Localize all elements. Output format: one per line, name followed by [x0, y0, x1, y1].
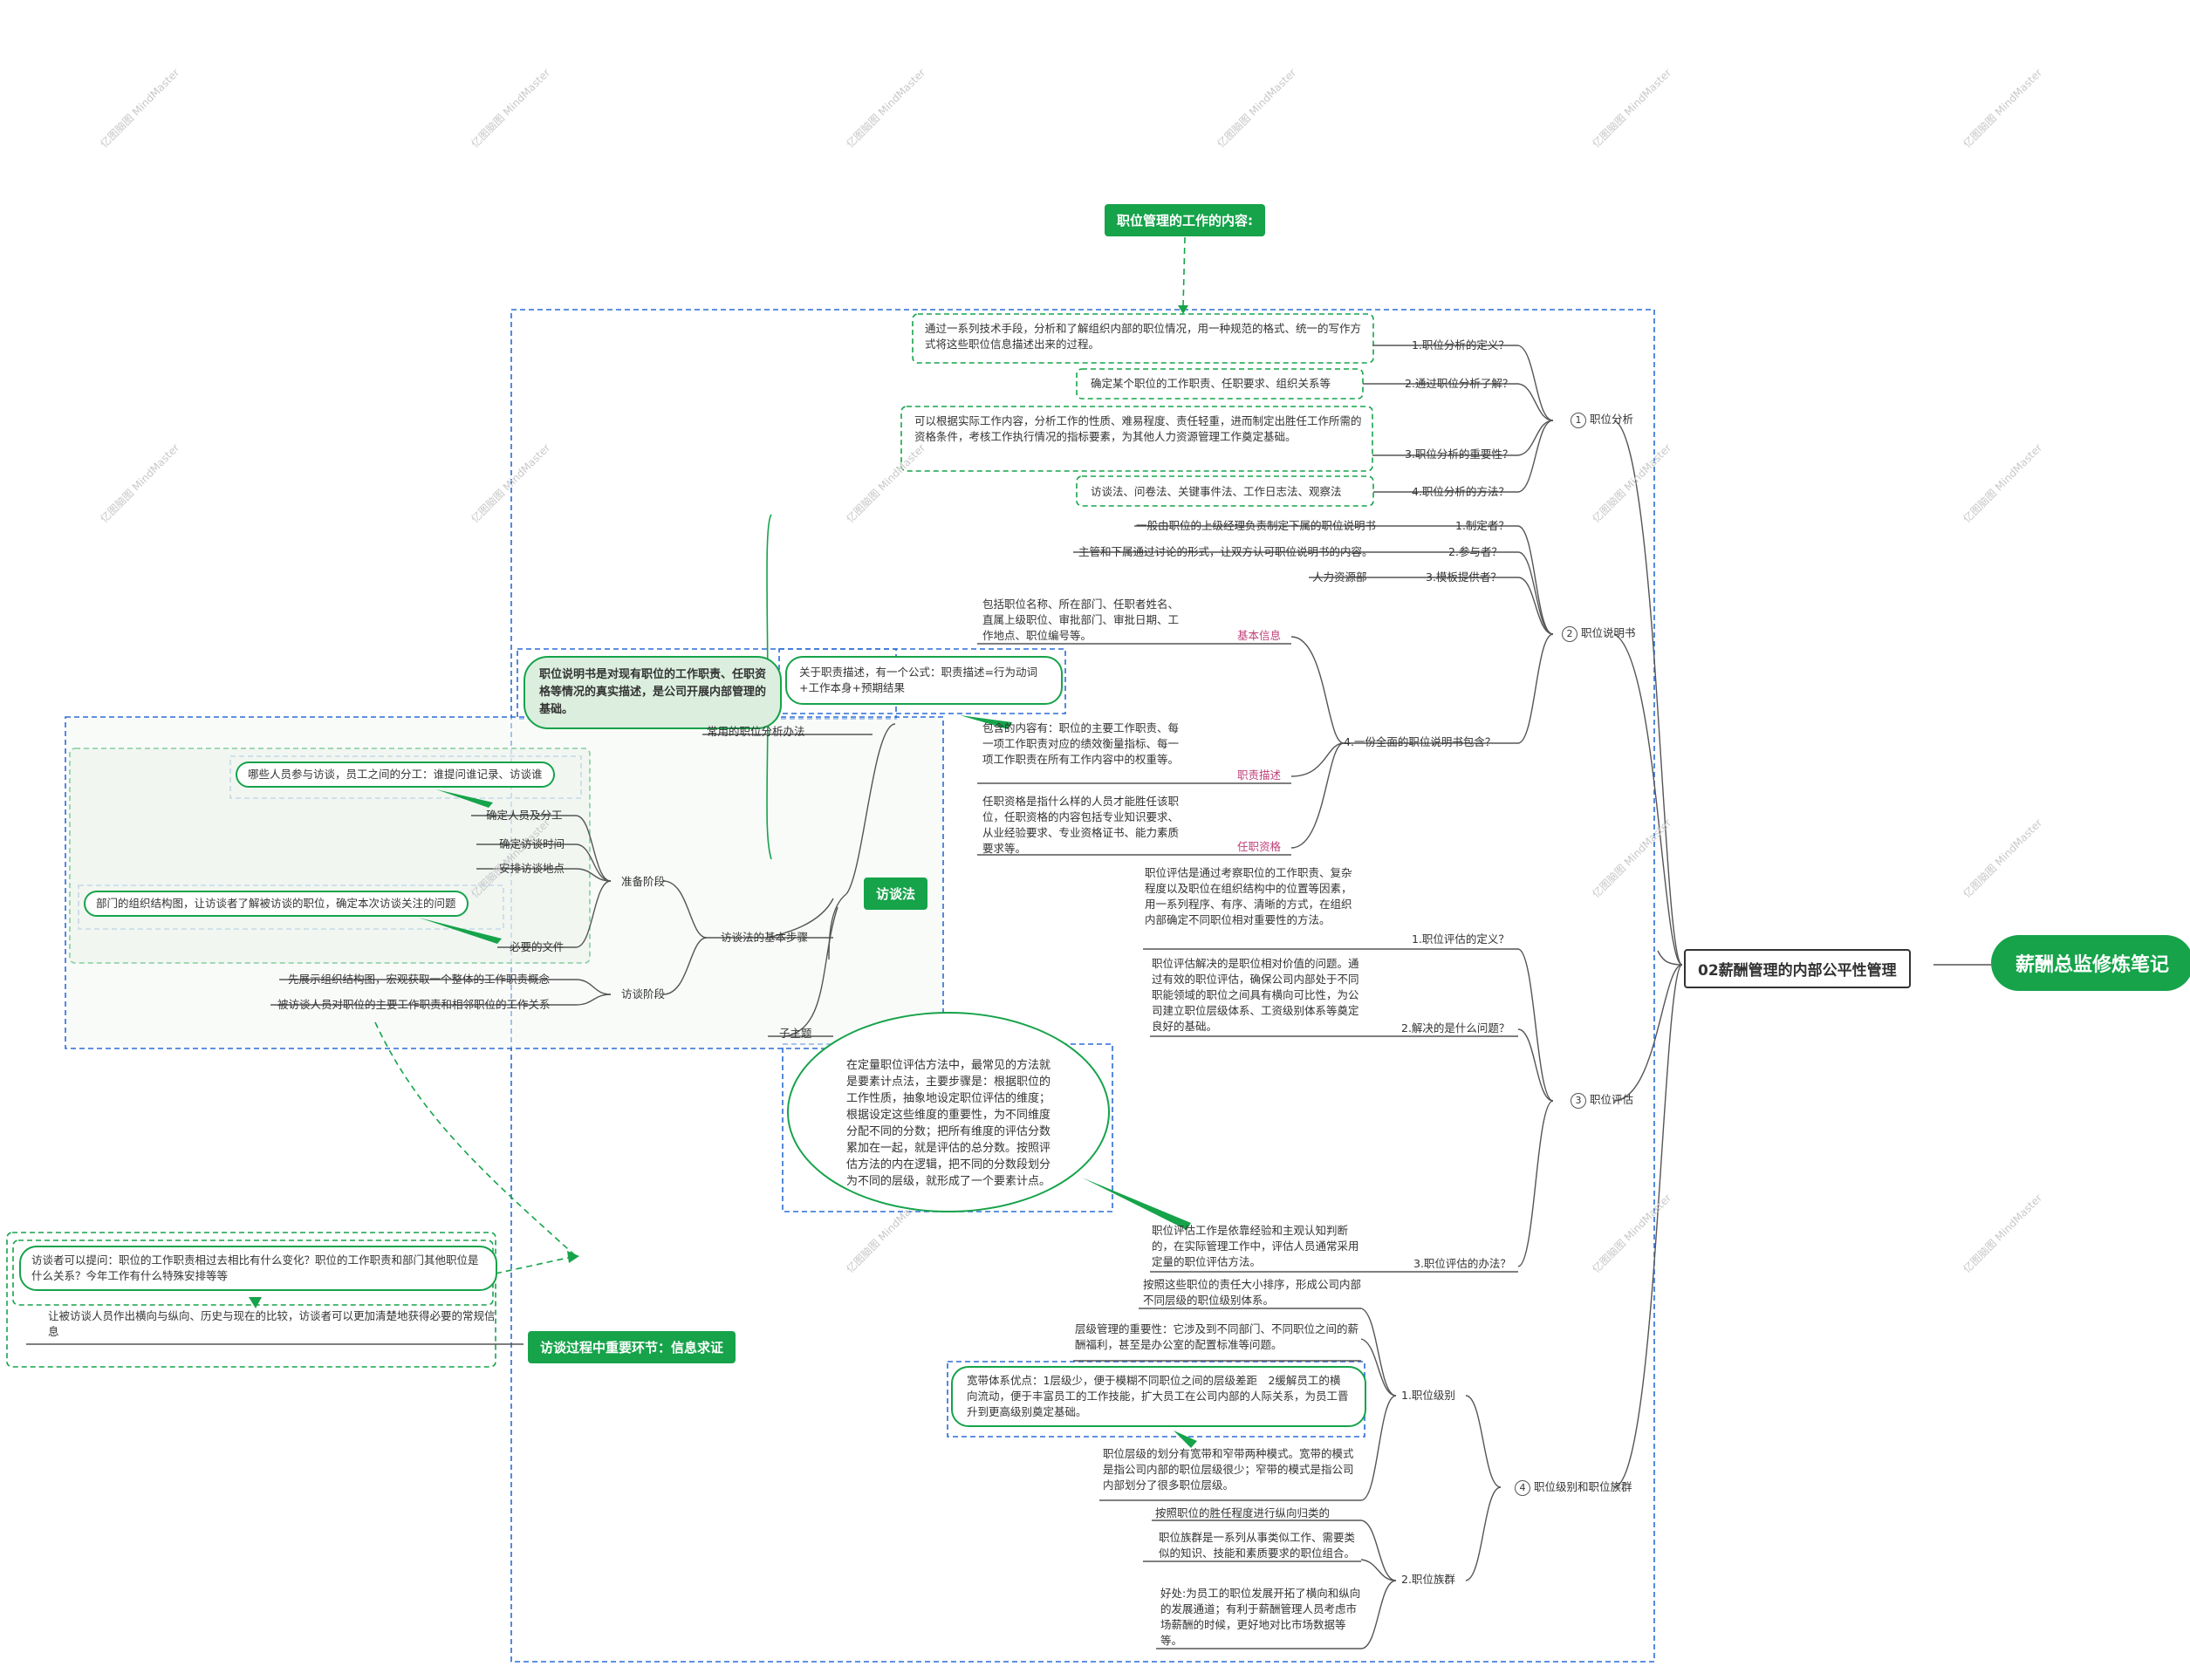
- watermark: 亿图脑图 MindMaster: [1961, 440, 2045, 525]
- b2-item-detail: 一般由职位的上级经理负责制定下属的职位说明书: [1136, 519, 1377, 532]
- prep-stage-label[interactable]: 准备阶段: [621, 875, 666, 888]
- interview-method-label[interactable]: 常用的职位分析办法: [707, 725, 805, 738]
- b4-grade-note: 宽带体系优点：1层级少，便于模糊不同职位之间的层级差距 2缓解员工的横向流动，便…: [951, 1366, 1366, 1427]
- b1-item-detail: 访谈法、问卷法、关键事件法、工作日志法、观察法: [1091, 485, 1342, 498]
- watermark: 亿图脑图 MindMaster: [1961, 1191, 2045, 1275]
- prep-item[interactable]: 确定人员及分工: [486, 809, 563, 822]
- prep-note-people: 哪些人员参与访谈，员工之间的分工：谁提问谁记录、访谈谁: [236, 761, 555, 788]
- interview-steps-label[interactable]: 访谈法的基本步骤: [721, 931, 809, 944]
- watermark: 亿图脑图 MindMaster: [98, 65, 182, 150]
- prep-item[interactable]: 必要的文件: [510, 940, 565, 953]
- watermark: 亿图脑图 MindMaster: [1961, 65, 2045, 150]
- talk-stage-label[interactable]: 访谈阶段: [621, 987, 666, 1000]
- b1-item-label[interactable]: 4.职位分析的方法？: [1412, 485, 1509, 498]
- prep-item[interactable]: 确定访谈时间: [499, 837, 565, 850]
- b4-family-item: 按照职位的胜任程度进行纵向归类的: [1155, 1506, 1331, 1520]
- b2-item-label[interactable]: 4.一份全面的职位说明书包含？: [1344, 735, 1496, 748]
- b4-grade-item: 层级管理的重要性：它涉及到不同部门、不同职位之间的薪酬福利，甚至是办公室的配置标…: [1075, 1322, 1359, 1351]
- b2-note-formula: 关于职责描述，有一个公式：职责描述=行为动词+工作本身+预期结果: [785, 656, 1063, 705]
- b4-grade-item: 职位层级的划分有宽带和窄带两种模式。宽带的模式是指公司内部的职位层级很少；窄带的…: [1103, 1447, 1354, 1492]
- b3-item-detail: 职位评估是通过考察职位的工作职责、复杂程度以及职位在组织结构中的位置等因素，用一…: [1145, 866, 1352, 926]
- b3-item-detail: 职位评估工作是依靠经验和主观认知判断的，在实际管理工作中，评估人员通常采用定量的…: [1152, 1224, 1359, 1268]
- info-note-questions: 访谈者可以提问：职位的工作职责相过去相比有什么变化？职位的工作职责和部门其他职位…: [19, 1246, 497, 1291]
- b2-item-detail: 主管和下属通过讨论的形式，让双方认可职位说明书的内容。: [1078, 545, 1373, 558]
- b4-family-item: 职位族群是一系列从事类似工作、需要类似的知识、技能和素质要求的职位组合。: [1159, 1531, 1356, 1560]
- watermark: 亿图脑图 MindMaster: [1590, 440, 1674, 525]
- b3-item-label[interactable]: 3.职位评估的办法？: [1413, 1257, 1511, 1270]
- info-verification-title[interactable]: 访谈过程中重要环节：信息求证: [528, 1331, 736, 1363]
- watermark: 亿图脑图 MindMaster: [844, 65, 928, 150]
- b3-item-detail: 职位评估解决的是职位相对价值的问题。通过有效的职位评估，确保公司内部处于不同职能…: [1152, 957, 1359, 1033]
- b2-item-label[interactable]: 2.参与者？: [1448, 545, 1502, 558]
- talk-item[interactable]: 先展示组织结构图，宏观获取一个整体的工作职责概念: [288, 973, 551, 986]
- b2-sub-label[interactable]: 职责描述: [1237, 768, 1282, 782]
- watermark: 亿图脑图 MindMaster: [1590, 65, 1674, 150]
- b2-sub-label[interactable]: 基本信息: [1237, 629, 1282, 642]
- b4-grade-label[interactable]: 1.职位级别: [1401, 1389, 1455, 1402]
- main-topic[interactable]: 02薪酬管理的内部公平性管理: [1684, 949, 1911, 988]
- b1-item-label[interactable]: 2.通过职位分析了解？: [1405, 377, 1514, 390]
- b3-ellipse-note: 在定量职位评估方法中，最常见的方法就是要素计点法，主要步骤是：根据职位的工作性质…: [787, 1012, 1110, 1212]
- b2-item-detail: 人力资源部: [1312, 570, 1367, 584]
- interview-title[interactable]: 访谈法: [864, 878, 928, 910]
- b3-item-label[interactable]: 1.职位评估的定义？: [1412, 932, 1509, 946]
- b4-family-item: 好处:为员工的职位发展开拓了横向和纵向的发展通道；有利于薪酬管理人员考虑市场薪酬…: [1160, 1587, 1361, 1647]
- frame-note2: [778, 648, 1066, 714]
- b2-sub-detail: 任职资格是指什么样的人员才能胜任该职位，任职资格的内容包括专业知识要求、从业经验…: [982, 795, 1180, 855]
- b2-item-label[interactable]: 3.模板提供者？: [1426, 570, 1502, 584]
- prep-item[interactable]: 安排访谈地点: [499, 862, 565, 875]
- b1-item-detail: 可以根据实际工作内容，分析工作的性质、难易程度、责任轻重，进而制定出胜任工作所需…: [914, 414, 1362, 443]
- top-title[interactable]: 职位管理的工作的内容:: [1105, 204, 1265, 236]
- watermark: 亿图脑图 MindMaster: [1590, 816, 1674, 900]
- watermark: 亿图脑图 MindMaster: [1590, 1191, 1674, 1275]
- root-topic[interactable]: 薪酬总监修炼笔记: [1991, 935, 2190, 991]
- b2-note-description: 职位说明书是对现有职位的工作职责、任职资格等情况的真实描述，是公司开展内部管理的…: [524, 656, 782, 729]
- talk-item[interactable]: 被访谈人员对职位的主要工作职责和相邻职位的工作关系: [277, 998, 551, 1011]
- interview-subject-label[interactable]: 子主题: [779, 1027, 812, 1040]
- frame-ellipse: [782, 1043, 1113, 1212]
- b1-item-detail: 通过一系列技术手段，分析和了解组织内部的职位情况，用一种规范的格式、统一的写作方…: [925, 322, 1362, 351]
- watermark: 亿图脑图 MindMaster: [469, 440, 553, 525]
- b1-item-label[interactable]: 1.职位分析的定义？: [1412, 338, 1509, 352]
- watermark: 亿图脑图 MindMaster: [98, 440, 182, 525]
- b2-sub-detail: 包含的内容有：职位的主要工作职责、每一项工作职责对应的绩效衡量指标、每一项工作职…: [982, 721, 1180, 766]
- watermark: 亿图脑图 MindMaster: [1215, 65, 1299, 150]
- b2-item-label[interactable]: 1.制定者？: [1455, 519, 1509, 532]
- watermark: 亿图脑图 MindMaster: [469, 65, 553, 150]
- prep-note-documents: 部门的组织结构图，让访谈者了解被访谈的职位，确定本次访谈关注的问题: [84, 891, 469, 917]
- watermark: 亿图脑图 MindMaster: [844, 440, 928, 525]
- b2-sub-detail: 包括职位名称、所在部门、任职者姓名、直属上级职位、审批部门、审批日期、工作地点、…: [982, 598, 1180, 642]
- b1-item-label[interactable]: 3.职位分析的重要性？: [1405, 447, 1514, 461]
- b4-family-label[interactable]: 2.职位族群: [1401, 1573, 1455, 1586]
- watermark: 亿图脑图 MindMaster: [1961, 816, 2045, 900]
- b3-item-label[interactable]: 2.解决的是什么问题？: [1401, 1021, 1510, 1035]
- b1-item-detail: 确定某个职位的工作职责、任职要求、组织关系等: [1091, 377, 1331, 390]
- b2-sub-label[interactable]: 任职资格: [1237, 840, 1282, 853]
- info-note-compare: 让被访谈人员作出横向与纵向、历史与现在的比较，访谈者可以更加清楚地获得必要的常规…: [48, 1309, 496, 1338]
- b4-grade-item: 按照这些职位的责任大小排序，形成公司内部不同层级的职位级别体系。: [1143, 1278, 1362, 1307]
- frame-interview: [65, 716, 944, 1049]
